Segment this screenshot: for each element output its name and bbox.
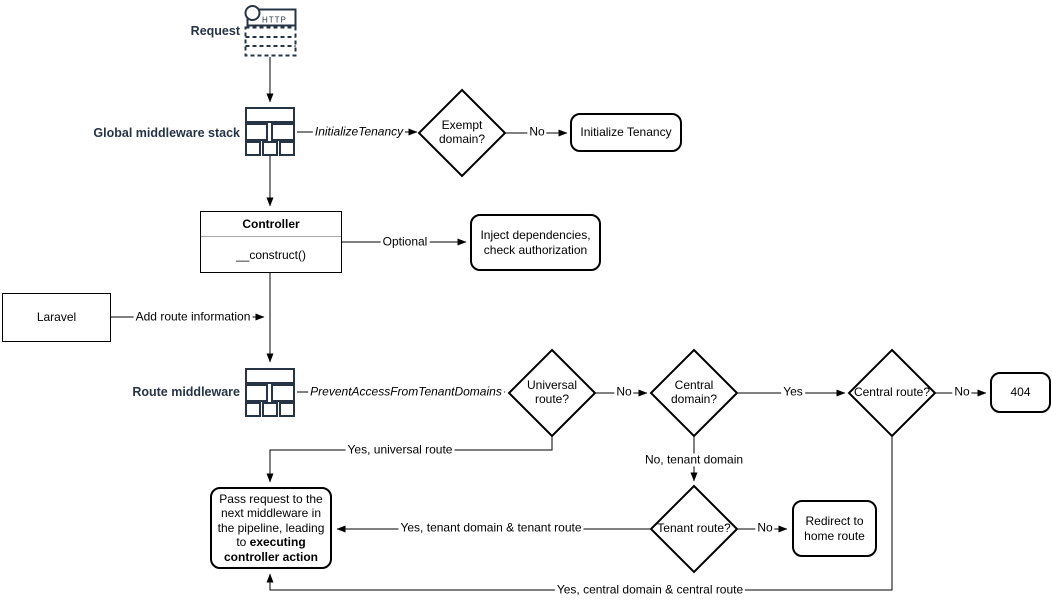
inject-dependencies-box: Inject dependencies, check authorization: [470, 214, 601, 271]
tenant-route-diamond: [649, 484, 739, 574]
edge-label-exempt-no: No: [527, 124, 547, 139]
pass-request-box: Pass request to the next middleware in t…: [210, 487, 332, 569]
edge-label-universal-yes: Yes, universal route: [345, 442, 455, 457]
edge-label-tenant-domain-no: No, tenant domain: [642, 452, 746, 467]
edge-label-prevent-access: PreventAccessFromTenantDomains: [308, 384, 504, 399]
edge-label-add-route-information: Add route information: [133, 309, 253, 324]
edge-label-tenant-no: No: [755, 520, 775, 535]
controller-title: Controller: [201, 212, 341, 237]
middleware-stack-icon: [245, 107, 295, 156]
exempt-domain-diamond: [417, 88, 507, 178]
route-middleware-label: Route middleware: [132, 385, 240, 399]
initialize-tenancy-box: Initialize Tenancy: [570, 113, 682, 152]
central-domain-diamond: [649, 348, 739, 438]
middleware-stack-icon: [245, 368, 295, 417]
edge-label-central-route-no: No: [952, 384, 972, 399]
laravel-box: Laravel: [2, 293, 111, 342]
request-label: Request: [190, 24, 240, 38]
controller-box: Controller __construct(): [200, 211, 342, 273]
edge-label-initialize-tenancy: InitializeTenancy: [312, 124, 406, 139]
edge-label-universal-no: No: [614, 384, 634, 399]
pass-request-text: Pass request to the next middleware in t…: [214, 492, 328, 564]
http-icon-label: HTTP: [262, 16, 287, 25]
universal-route-diamond: [507, 348, 597, 438]
404-box: 404: [990, 372, 1051, 413]
edge-label-central-yes: Yes, central domain & central route: [554, 582, 746, 597]
http-request-icon: HTTP: [244, 5, 297, 57]
global-middleware-label: Global middleware stack: [93, 126, 240, 140]
central-route-diamond: [847, 348, 937, 438]
edge-label-optional: Optional: [380, 234, 430, 249]
edge-label-tenant-yes: Yes, tenant domain & tenant route: [398, 520, 584, 535]
edge-label-central-domain-yes: Yes: [781, 384, 805, 399]
pass-request-text-bold: executing controller action: [223, 535, 318, 564]
redirect-home-box: Redirect to home route: [792, 500, 877, 557]
pass-request-text-normal: Pass request to the next middleware in t…: [217, 492, 325, 550]
controller-construct-method: __construct(): [235, 247, 307, 262]
